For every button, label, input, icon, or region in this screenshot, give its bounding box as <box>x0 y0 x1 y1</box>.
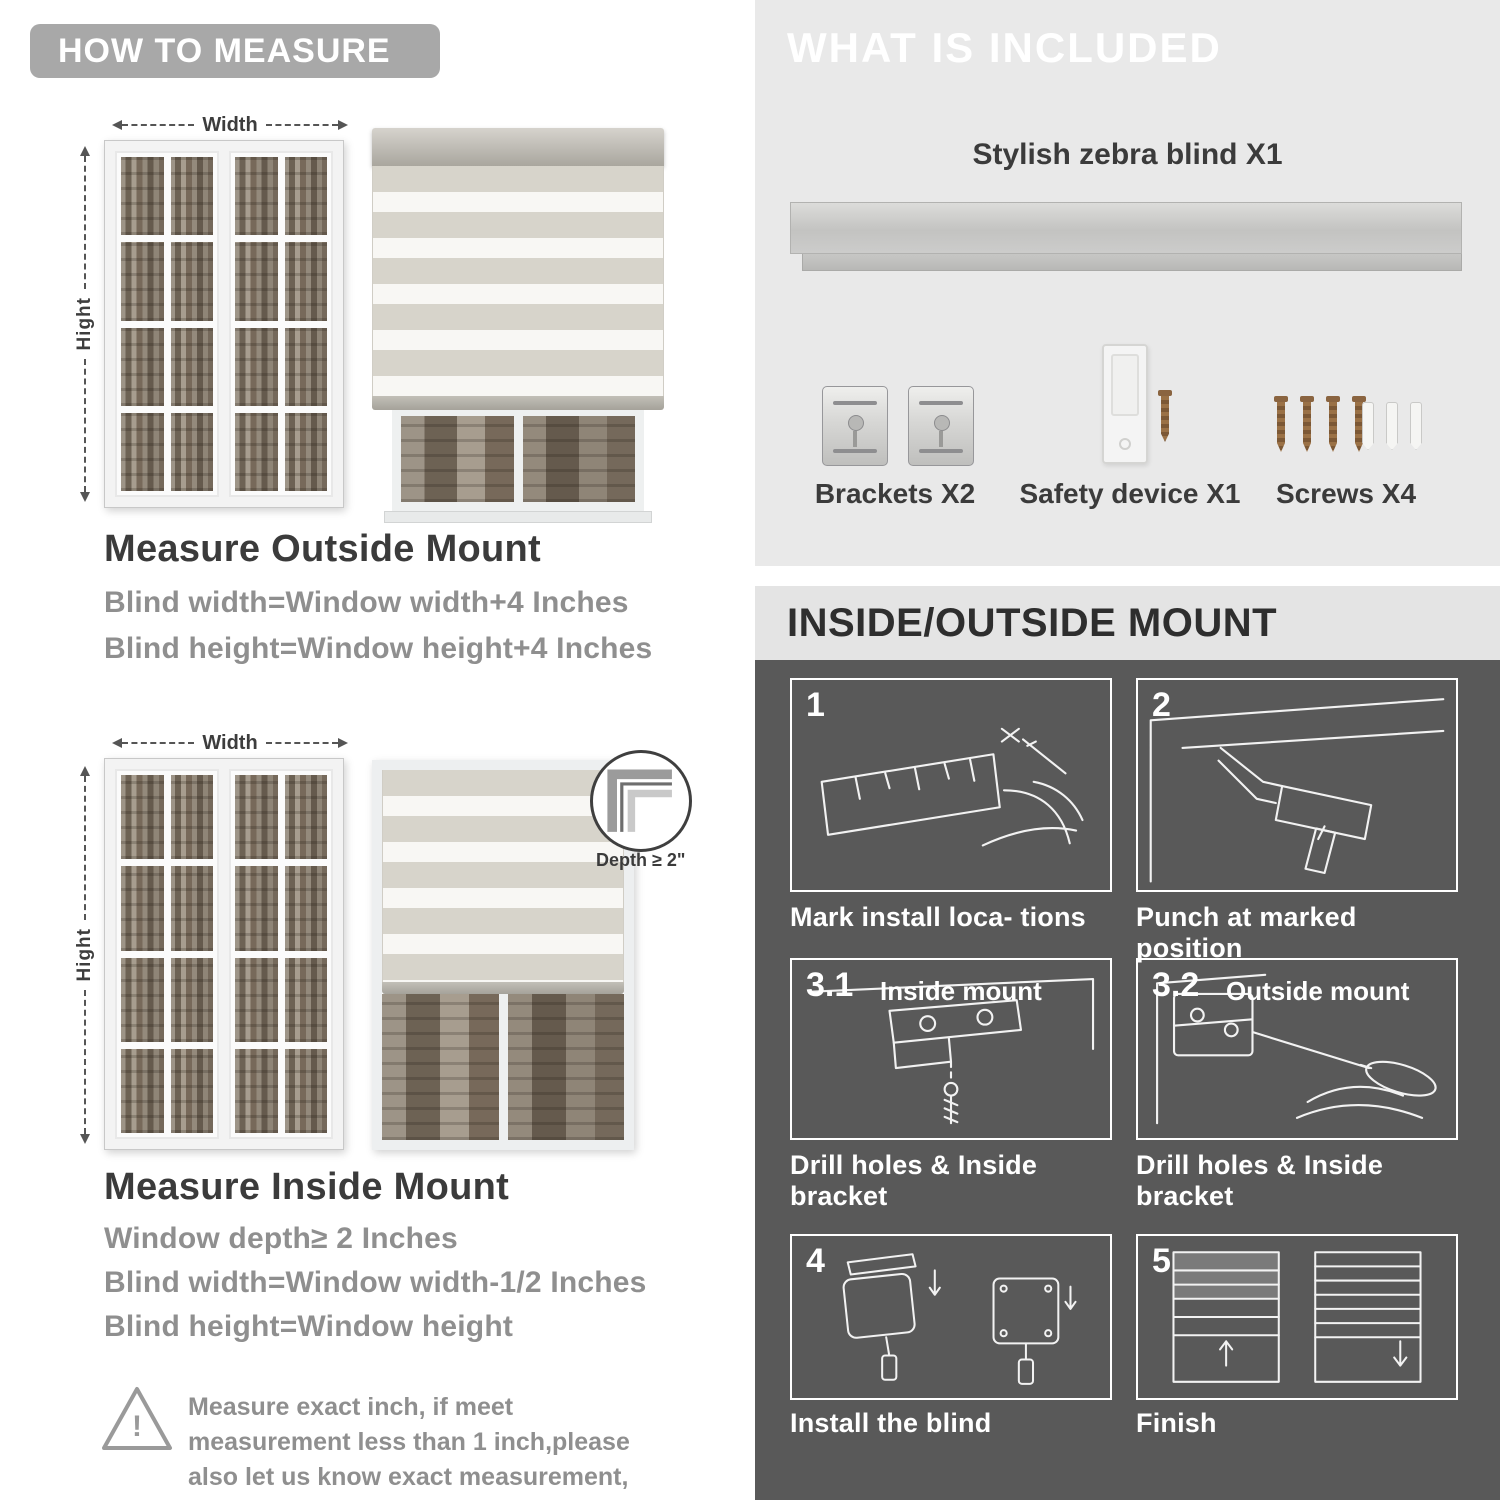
depth-detail-circle <box>590 750 692 852</box>
arrow-right-icon <box>338 120 349 130</box>
inside-rule-depth: Window depth≥ 2 Inches <box>104 1222 458 1255</box>
bracket-image <box>908 386 974 466</box>
step-caption: Install the blind <box>790 1408 992 1438</box>
safety-device-image <box>1102 344 1148 464</box>
arrow-right-icon <box>338 738 349 748</box>
brackets-label: Brackets X2 <box>814 478 976 509</box>
step-sublabel: Outside mount <box>1226 976 1410 1006</box>
step-panel-1: 1 <box>790 678 1112 892</box>
step-panel-4: 4 <box>790 1234 1112 1400</box>
outside-rule-width: Blind width=Window width+4 Inches <box>104 586 629 619</box>
measure-note: Measure exact inch, if meet measurement … <box>188 1393 630 1500</box>
width-measure-arrow: Width <box>112 113 349 136</box>
width-label: Width <box>202 731 258 754</box>
window-under-blind <box>382 994 624 1140</box>
blind-stripes <box>382 770 624 982</box>
blind-bottom-rail <box>372 396 664 410</box>
window-sash <box>115 769 219 1139</box>
screw-image <box>1158 390 1172 442</box>
screws-image <box>1274 396 1366 452</box>
step-caption: Drill holes & Inside bracket <box>790 1150 1038 1211</box>
zebra-blind-illustration-outside <box>372 128 664 523</box>
window-corner-icon <box>607 769 672 832</box>
window-illustration-inside <box>104 758 344 1150</box>
width-measure-arrow: Width <box>112 731 349 754</box>
window-under-blind <box>392 410 644 511</box>
step-caption: Finish <box>1136 1408 1217 1438</box>
how-to-measure-header: HOW TO MEASURE <box>30 24 440 78</box>
step-panel-3-2: 3.2 Outside mount <box>1136 958 1458 1140</box>
screws-label: Screws X4 <box>1275 478 1417 509</box>
inside-rule-height: Blind height=Window height <box>104 1310 514 1343</box>
step-number: 3.2 <box>1152 966 1200 1004</box>
finish-illustration <box>1172 1251 1422 1383</box>
arrow-left-icon <box>112 738 122 748</box>
height-measure-arrow: Hight <box>74 146 96 503</box>
zebra-blind-illustration-inside <box>372 760 634 1150</box>
what-is-included-header: WHAT IS INCLUDED <box>787 24 1222 71</box>
mark-locations-illustration <box>820 727 1084 847</box>
depth-label: Depth ≥ 2" <box>596 850 686 870</box>
blind-cassette <box>372 128 664 166</box>
window-sash <box>229 151 333 497</box>
arrow-down-icon <box>80 1134 90 1145</box>
arrow-left-icon <box>112 120 122 130</box>
step-panel-3-1: 3.1 Inside mount <box>790 958 1112 1140</box>
included-background <box>755 0 1500 566</box>
step-panel-2: 2 <box>1136 678 1458 892</box>
window-sill <box>384 511 652 523</box>
zebra-blind-headrail-image <box>790 202 1462 271</box>
arrow-up-icon <box>80 146 90 156</box>
outside-mount-title: Measure Outside Mount <box>104 528 542 570</box>
install-blind-illustration <box>842 1253 1077 1385</box>
height-measure-arrow: Hight <box>74 766 96 1145</box>
step-number: 2 <box>1152 686 1171 724</box>
blind-stripes <box>372 166 664 396</box>
inside-rule-width: Blind width=Window width-1/2 Inches <box>104 1266 647 1299</box>
exclamation-mark: ! <box>132 1410 142 1443</box>
step-caption: Punch at marked position <box>1136 902 1357 963</box>
step-number: 5 <box>1152 1242 1171 1280</box>
outside-rule-height: Blind height=Window height+4 Inches <box>104 632 653 665</box>
window-sash <box>229 769 333 1139</box>
inside-bracket-illustration <box>807 977 1095 1125</box>
arrow-up-icon <box>80 766 90 776</box>
mount-header-band: INSIDE/OUTSIDE MOUNT <box>755 586 1500 660</box>
step-number: 1 <box>806 686 825 724</box>
step-caption: Mark install loca- tions <box>790 902 1086 932</box>
arrow-down-icon <box>80 492 90 503</box>
warning-triangle-icon: ! <box>100 1384 174 1454</box>
mount-dark-background <box>755 660 1500 1500</box>
height-label: Hight <box>74 297 95 351</box>
outside-bracket-illustration <box>1156 973 1437 1125</box>
blind-bottom-rail <box>382 982 624 994</box>
zebra-blind-item-label: Stylish zebra blind X1 <box>972 138 1283 171</box>
bracket-image <box>822 386 888 466</box>
step-sublabel: Inside mount <box>880 976 1042 1006</box>
window-sash <box>115 151 219 497</box>
safety-device-label: Safety device X1 <box>1019 478 1241 509</box>
step-caption: Drill holes & Inside bracket <box>1136 1150 1384 1211</box>
inside-mount-title: Measure Inside Mount <box>104 1166 510 1208</box>
width-label: Width <box>202 113 258 136</box>
wall-anchors-image <box>1362 402 1422 450</box>
step-number: 4 <box>806 1242 825 1280</box>
step-number: 3.1 <box>806 966 854 1004</box>
window-illustration-outside <box>104 140 344 508</box>
height-label: Hight <box>74 928 95 982</box>
drill-illustration <box>1149 698 1445 883</box>
step-panel-5: 5 <box>1136 1234 1458 1400</box>
mount-header: INSIDE/OUTSIDE MOUNT <box>787 600 1278 645</box>
